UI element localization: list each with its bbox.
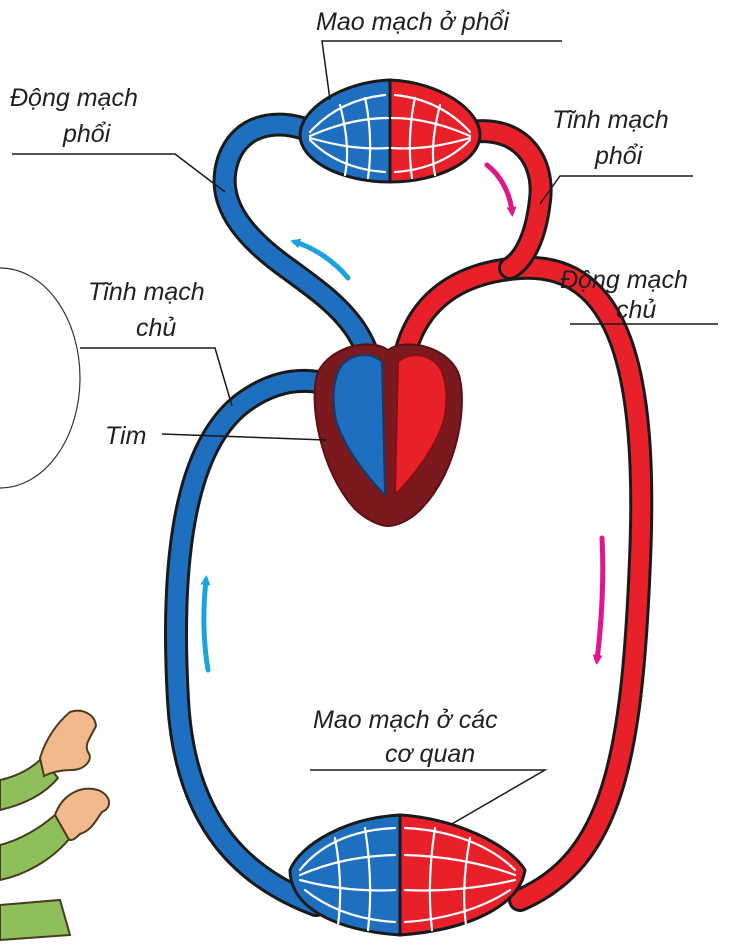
curved-arrow-icon bbox=[597, 538, 603, 660]
organ-capillaries-label-line2: cơ quan bbox=[385, 740, 475, 768]
heart bbox=[315, 344, 462, 526]
aorta-label-line1: Động mạch bbox=[560, 266, 688, 294]
organ-capillaries-label-line1: Mao mạch ở các bbox=[313, 706, 498, 734]
curved-arrow-icon bbox=[204, 580, 208, 670]
pulmonary-artery-label-line2: phổi bbox=[62, 120, 112, 148]
vena-cava-label-line1: Tĩnh mạch bbox=[88, 278, 205, 306]
curved-arrow-icon bbox=[487, 165, 512, 212]
decorative-circle bbox=[0, 268, 80, 488]
pulmonary-artery-label-line1: Động mạch bbox=[10, 84, 138, 112]
aorta-label-line2: chủ bbox=[616, 296, 656, 324]
pulmonary-capillaries-label: Mao mạch ở phổi bbox=[316, 8, 510, 36]
pulmonary-vein-label-line2: phổi bbox=[594, 142, 644, 170]
pulmonary-vein bbox=[470, 131, 541, 268]
vena-cava-label-line2: chủ bbox=[136, 314, 176, 342]
pulmonary-vein-label-line1: Tĩnh mạch bbox=[552, 106, 669, 134]
lung-capillary-bed bbox=[300, 80, 480, 182]
heart-label: Tim bbox=[105, 422, 146, 450]
organ-capillary-bed bbox=[290, 815, 525, 935]
hands-illustration bbox=[0, 711, 109, 940]
